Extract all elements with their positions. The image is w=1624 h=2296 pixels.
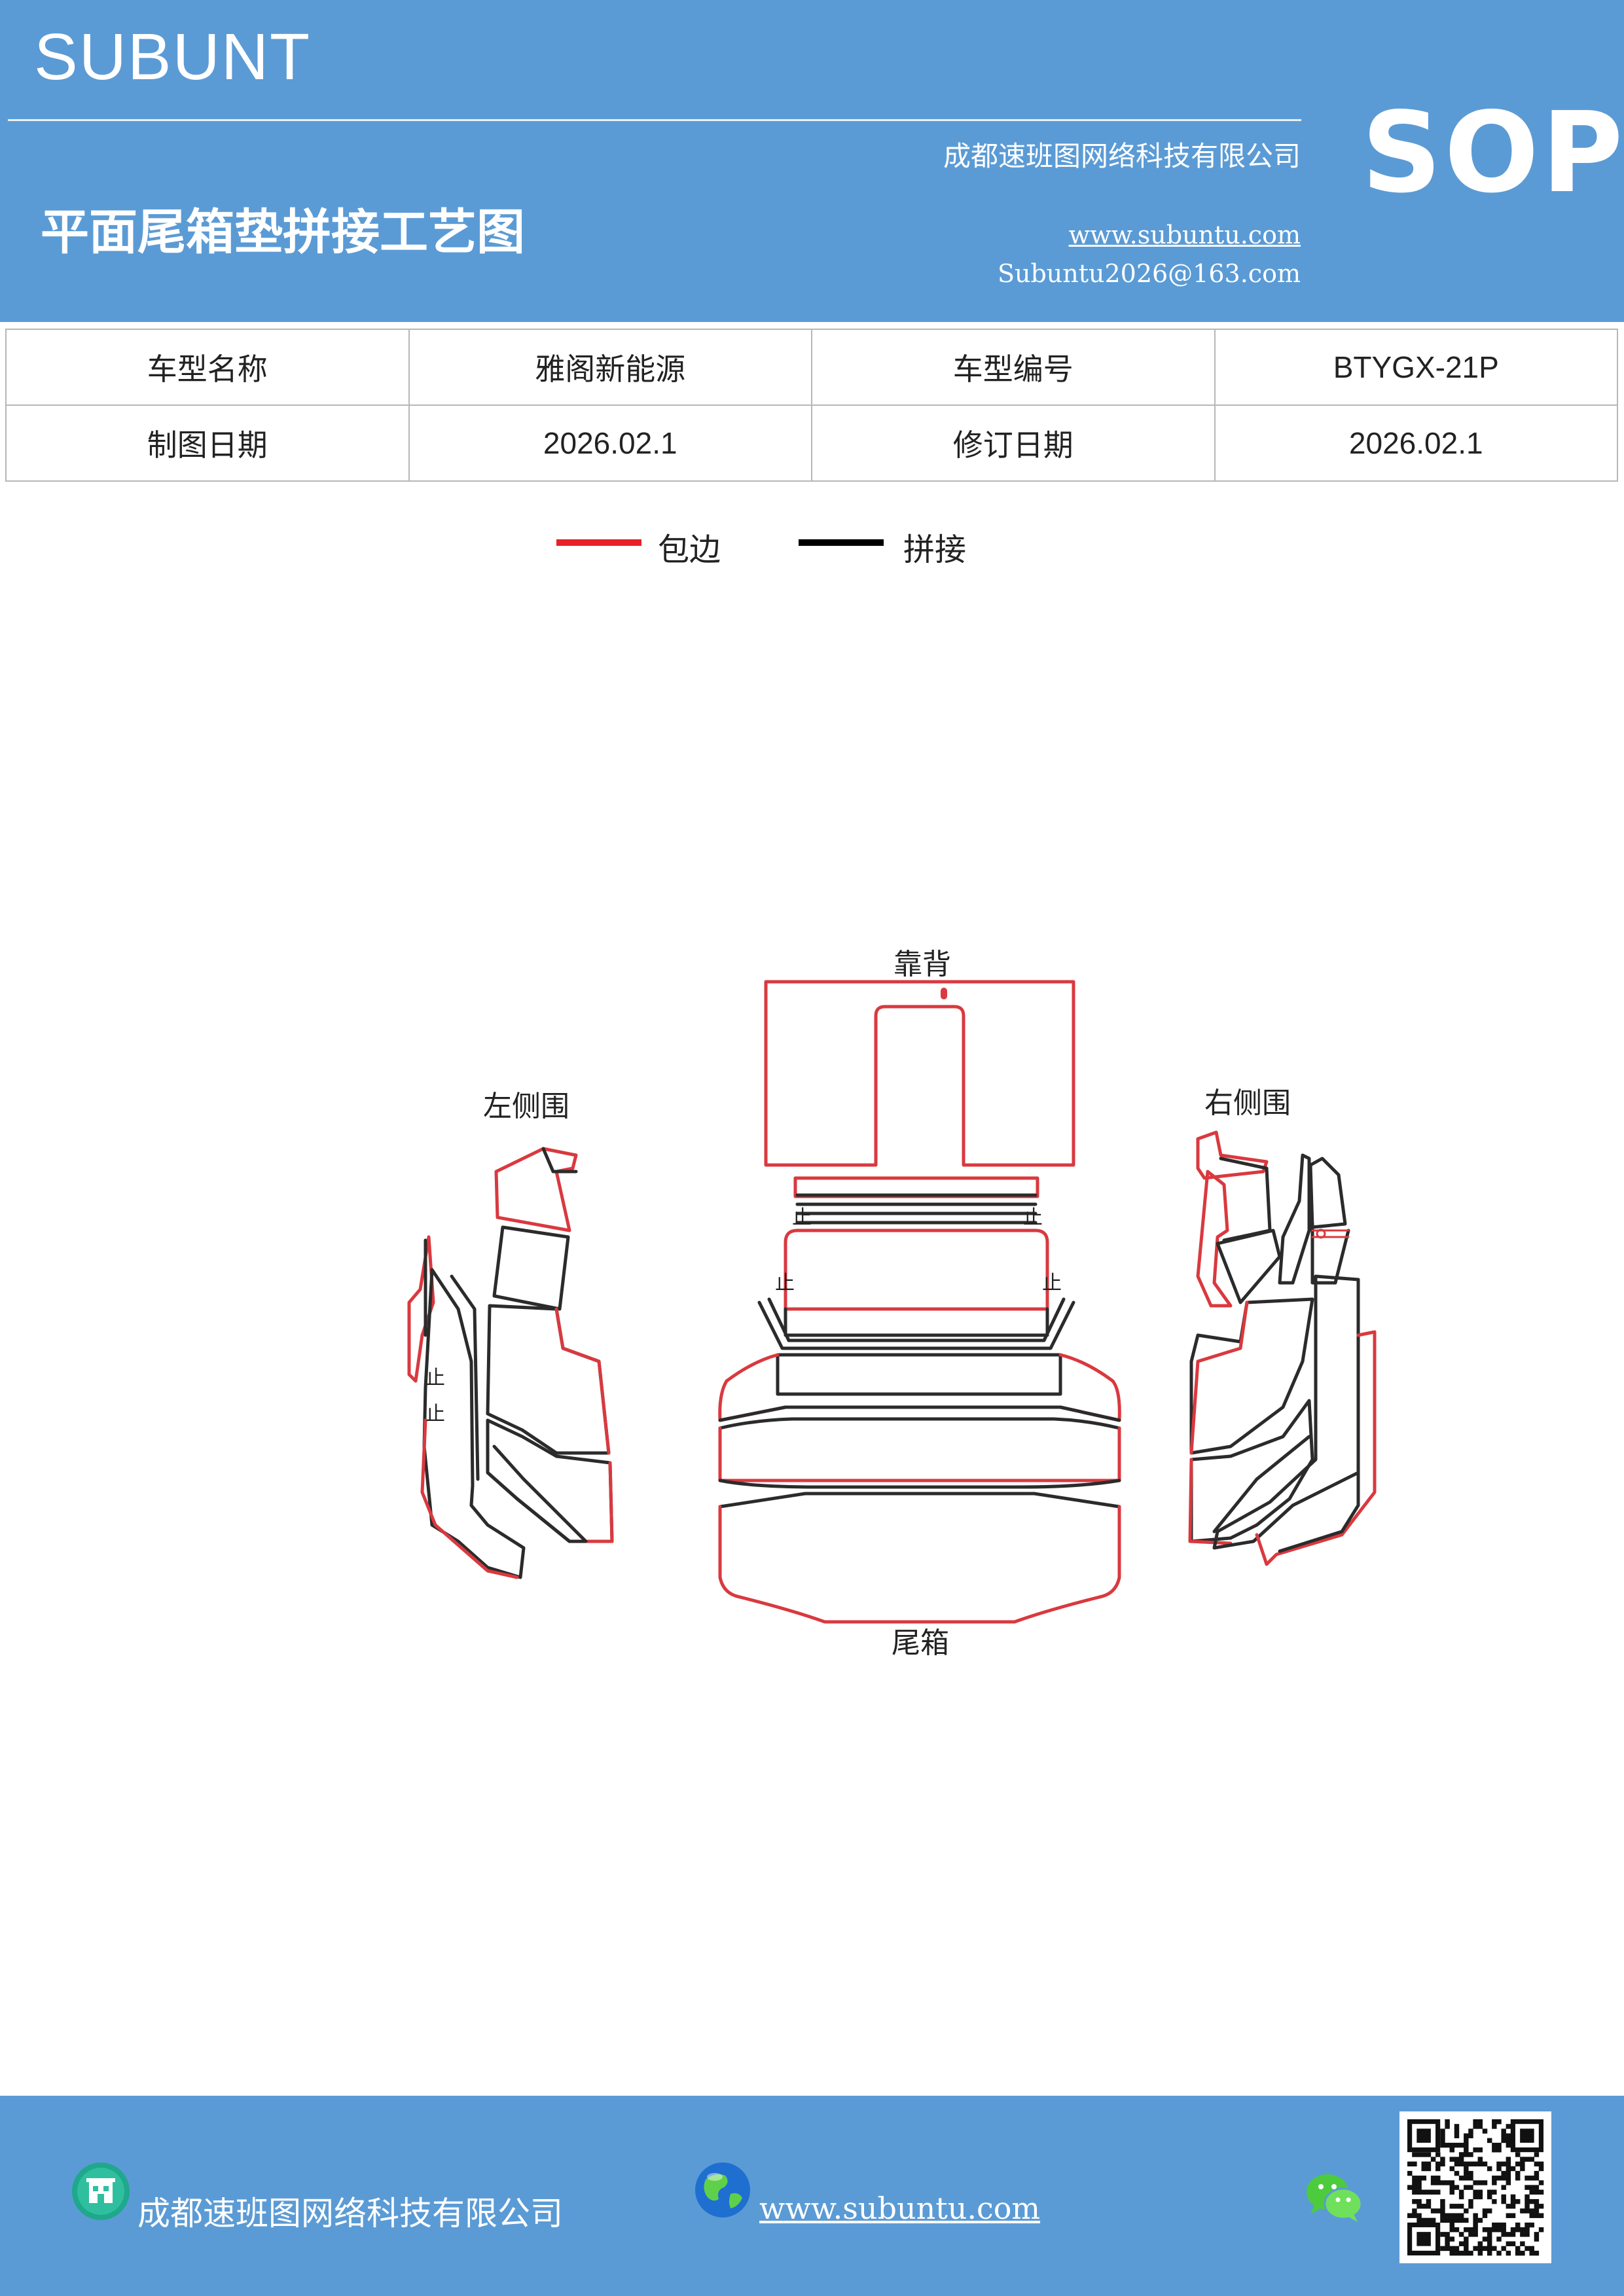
trunk-center-panels xyxy=(718,1176,1121,1624)
brand-name: SUBUNT xyxy=(34,20,312,94)
header-banner: SUBUNT SOP 平面尾箱垫拼接工艺图 成都速班图网络科技有限公司 www.… xyxy=(0,0,1624,322)
table-cell: 2026.02.1 xyxy=(1214,404,1618,482)
left-side-label: 左侧围 xyxy=(483,1090,569,1123)
legend-label-seam: 拼接 xyxy=(903,531,967,568)
backrest-panel xyxy=(764,980,1075,1167)
header-company: 成都速班图网络科技有限公司 xyxy=(943,140,1301,172)
table-cell: BTYGX-21P xyxy=(1214,329,1618,406)
legend: 包边 拼接 xyxy=(0,524,1624,576)
legend-swatch-seam xyxy=(799,539,884,546)
stop-mark: 止 xyxy=(1042,1272,1062,1295)
table-cell: 修订日期 xyxy=(811,404,1216,482)
table-cell: 车型名称 xyxy=(5,329,410,406)
building-icon xyxy=(72,2162,130,2220)
backrest-label: 靠背 xyxy=(893,948,951,981)
vehicle-info-table: 车型名称 雅阁新能源 车型编号 BTYGX-21P 制图日期 2026.02.1… xyxy=(5,329,1618,482)
stop-mark: 止 xyxy=(425,1403,445,1426)
right-side-label: 右侧围 xyxy=(1204,1086,1291,1120)
table-row: 制图日期 2026.02.1 修订日期 2026.02.1 xyxy=(5,404,1618,482)
footer-website-link[interactable]: www.subuntu.com xyxy=(759,2191,1041,2226)
wechat-icon xyxy=(1307,2174,1363,2222)
footer-banner: 成都速班图网络科技有限公司 www.subuntu.com xyxy=(0,2096,1624,2296)
globe-icon xyxy=(695,2162,750,2217)
stop-mark: 止 xyxy=(775,1272,795,1295)
qr-code[interactable] xyxy=(1399,2111,1551,2263)
stop-mark: 止 xyxy=(1023,1206,1043,1229)
sop-badge: SOP xyxy=(1362,88,1624,218)
stop-mark: 止 xyxy=(792,1206,812,1229)
right-side-panels xyxy=(1188,1130,1377,1566)
table-cell: 制图日期 xyxy=(5,404,410,482)
header-divider xyxy=(8,119,1301,121)
table-row: 车型名称 雅阁新能源 车型编号 BTYGX-21P xyxy=(5,329,1618,406)
table-cell: 2026.02.1 xyxy=(408,404,812,482)
trunk-label: 尾箱 xyxy=(892,1626,949,1660)
header-website-link[interactable]: www.subuntu.com xyxy=(1068,221,1301,249)
table-cell: 车型编号 xyxy=(811,329,1216,406)
header-email: Subuntu2026@163.com xyxy=(997,259,1301,288)
legend-label-edge: 包边 xyxy=(658,531,721,568)
table-cell: 雅阁新能源 xyxy=(408,329,812,406)
stop-mark: 止 xyxy=(425,1367,445,1390)
left-side-panels xyxy=(407,1147,614,1579)
footer-company: 成都速班图网络科技有限公司 xyxy=(137,2195,563,2233)
page-title: 平面尾箱垫拼接工艺图 xyxy=(41,204,525,260)
legend-swatch-edge xyxy=(556,539,641,546)
